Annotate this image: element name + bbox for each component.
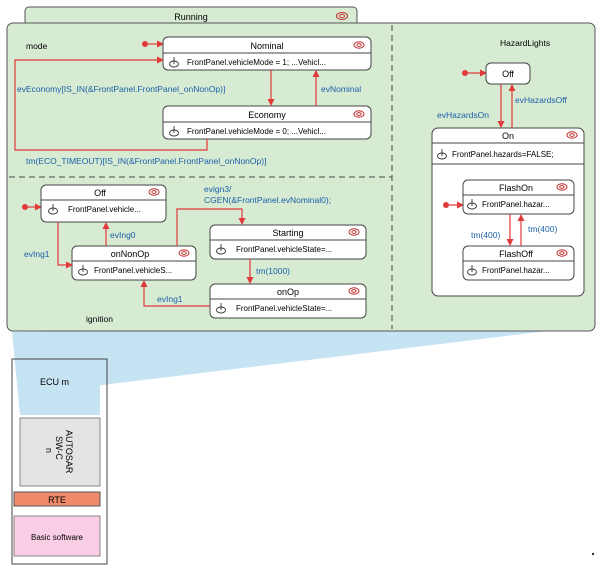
ecu-callout-wedge [12, 325, 597, 395]
bsw-label: Basic software [31, 533, 84, 542]
running-tab[interactable]: Running [24, 6, 358, 26]
region-label-mode: mode [26, 41, 48, 51]
ecu-title: ECU m [40, 377, 69, 387]
action-icon [467, 265, 477, 276]
state-on-non-op-name: onNonOp [111, 249, 150, 259]
swc-label-line3: n [44, 448, 54, 453]
sub-statechart-icon [178, 249, 190, 257]
transition-ev-ign1-bottom[interactable] [140, 280, 210, 307]
state-on-non-op-action: FrontPanel.vehicleS... [94, 266, 172, 275]
state-economy-name: Economy [248, 110, 286, 120]
state-haz-off[interactable]: Off [485, 62, 531, 85]
state-flash-on-action: FrontPanel.hazar... [482, 200, 550, 209]
swc-block[interactable]: AUTOSAR SW-C n [19, 417, 101, 487]
label-tm-400-left: tm(400) [471, 230, 500, 240]
state-starting-action: FrontPanel.vehicleState=... [236, 245, 332, 254]
state-flash-on[interactable]: FlashOn FrontPanel.hazar... [462, 179, 575, 215]
swc-label-line1: AUTOSAR [64, 430, 74, 474]
label-ev-nominal: evNominal [321, 84, 361, 94]
action-icon [216, 303, 226, 314]
initial-dot-mode [142, 41, 148, 47]
label-eco-timeout: tm(ECO_TIMEOUT)[IS_IN(&FrontPanel.FrontP… [26, 156, 266, 166]
label-ev-ign3-line2: CGEN(&FrontPanel.evNominal0); [204, 195, 331, 205]
sub-statechart-icon [348, 287, 360, 295]
state-flash-off[interactable]: FlashOff FrontPanel.hazar... [462, 245, 575, 281]
bsw-block[interactable]: Basic software [13, 515, 101, 557]
label-ev-ign1-bottom: evIng1 [157, 294, 183, 304]
running-sub-icon [336, 12, 348, 20]
label-ev-ign3-line1: evign3/ [204, 184, 232, 194]
state-on-op[interactable]: onOp FrontPanel.vehicleState=... [209, 283, 367, 319]
label-ev-ign0: evIng0 [110, 230, 136, 240]
label-tm-400-right: tm(400) [528, 224, 557, 234]
state-ign-off-name: Off [94, 188, 106, 198]
sub-statechart-icon [353, 110, 365, 118]
label-ev-hazards-off: evHazardsOff [515, 95, 567, 105]
action-icon [437, 149, 447, 160]
initial-dot-ignition [22, 204, 28, 210]
label-ev-ign1-left: evIng1 [24, 249, 50, 259]
state-nominal[interactable]: Nominal FrontPanel.vehicleMode = 1; ...V… [162, 36, 372, 71]
state-nominal-name: Nominal [250, 41, 283, 51]
ecu-callout-fill [20, 360, 100, 408]
state-haz-off-name: Off [502, 69, 514, 79]
action-icon [169, 57, 179, 68]
state-starting[interactable]: Starting FrontPanel.vehicleState=... [209, 224, 367, 260]
action-icon [467, 199, 477, 210]
initial-dot-hazard [462, 70, 468, 76]
swc-label-line2: SW-C [54, 436, 64, 460]
label-ev-economy: evEconomy[IS_IN(&FrontPanel.FrontPanel_o… [17, 84, 225, 94]
sub-statechart-icon [353, 41, 365, 49]
region-label-ignition: ignition [86, 314, 113, 324]
transition-eco-timeout[interactable] [14, 56, 208, 151]
action-icon [78, 265, 88, 276]
sub-statechart-icon [556, 183, 568, 191]
running-title: Running [174, 12, 208, 22]
state-economy[interactable]: Economy FrontPanel.vehicleMode = 0; ...V… [162, 105, 372, 140]
sub-statechart-icon [348, 228, 360, 236]
label-ev-hazards-on: evHazardsOn [437, 110, 489, 120]
state-starting-name: Starting [272, 228, 303, 238]
state-haz-on-name: On [502, 131, 514, 141]
state-flash-on-name: FlashOn [499, 183, 533, 193]
sub-statechart-icon [566, 131, 578, 139]
label-tm-1000: tm(1000) [256, 266, 290, 276]
sub-statechart-icon [148, 188, 160, 196]
state-haz-on-action: FrontPanel.hazards=FALSE; [452, 150, 554, 159]
action-icon [48, 204, 58, 215]
state-ign-off[interactable]: Off FrontPanel.vehicle... [40, 184, 167, 223]
sub-statechart-icon [556, 249, 568, 257]
transition-ev-ign3[interactable] [176, 208, 246, 246]
region-label-hazard: HazardLights [500, 38, 550, 48]
transition-ev-ign1-left[interactable] [57, 222, 73, 269]
state-on-op-action: FrontPanel.vehicleState=... [236, 304, 332, 313]
state-ign-off-action: FrontPanel.vehicle... [68, 205, 141, 214]
initial-dot-flash [443, 202, 449, 208]
state-flash-off-action: FrontPanel.hazar... [482, 266, 550, 275]
state-economy-action: FrontPanel.vehicleMode = 0; ...Vehicl... [187, 127, 326, 136]
state-flash-off-name: FlashOff [499, 249, 533, 259]
state-on-op-name: onOp [277, 287, 299, 297]
corner-marker [591, 552, 595, 556]
action-icon [216, 244, 226, 255]
rte-label: RTE [48, 495, 66, 505]
ecu-container [11, 358, 108, 565]
rte-block[interactable]: RTE [13, 491, 101, 507]
state-on-non-op[interactable]: onNonOp FrontPanel.vehicleS... [71, 245, 197, 281]
state-nominal-action: FrontPanel.vehicleMode = 1; ...Vehicl... [187, 58, 326, 67]
action-icon [169, 126, 179, 137]
